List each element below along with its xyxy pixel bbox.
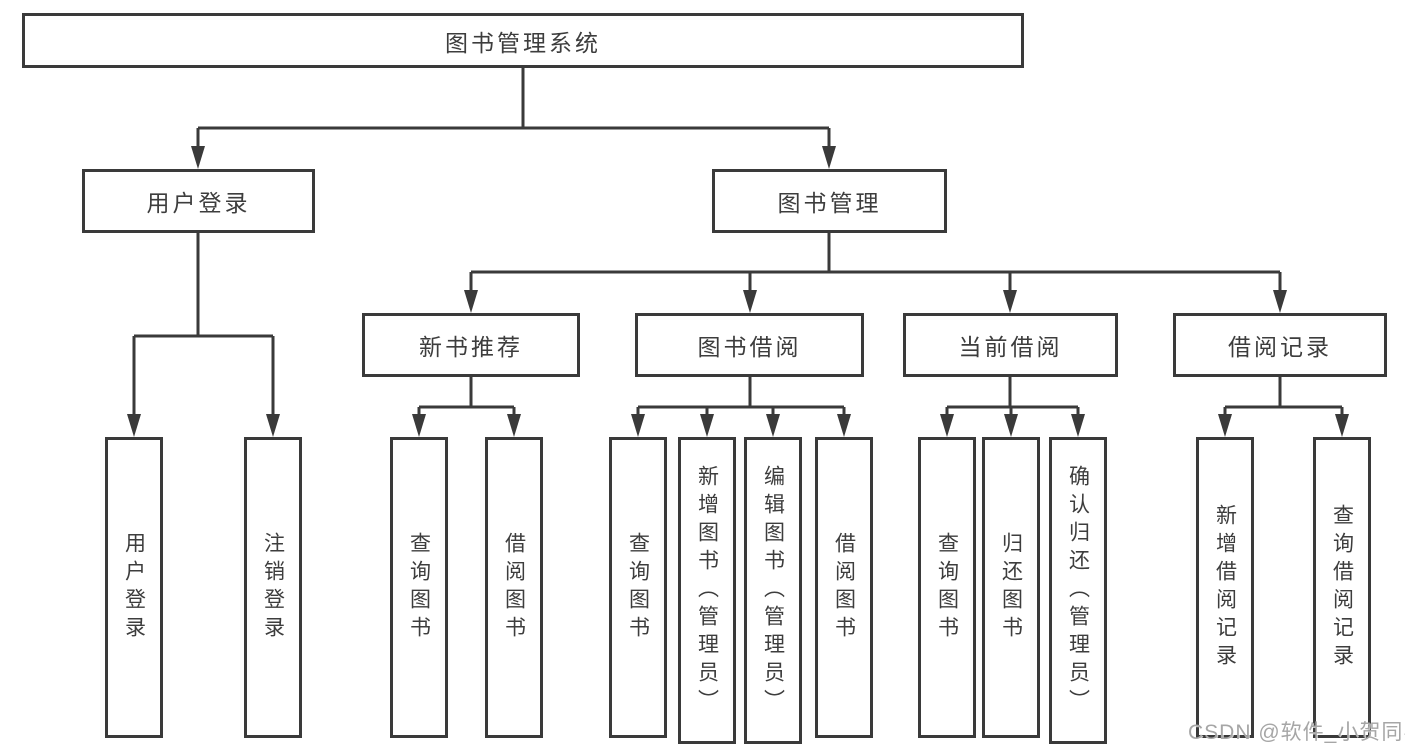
connector-arrow — [743, 272, 757, 313]
node-nbr-borrow-book-label: 借阅图书 — [502, 531, 526, 644]
node-cb-query-book-label: 查询图书 — [935, 531, 959, 644]
node-bb-query-book: 查询图书 — [609, 437, 667, 738]
connector-arrow — [1218, 407, 1232, 437]
connector-arrow — [1003, 272, 1017, 313]
connector-arrow — [1273, 272, 1287, 313]
node-current-borrow: 当前借阅 — [903, 313, 1118, 377]
node-bb-edit-book-admin: 编辑图书（管理员） — [744, 437, 802, 744]
connector-arrow — [412, 407, 426, 437]
connector-arrow — [700, 407, 714, 437]
connector-arrow — [940, 407, 954, 437]
node-nbr-query-book-label: 查询图书 — [407, 531, 431, 644]
node-br-add-record-label: 新增借阅记录 — [1213, 503, 1237, 672]
node-nbr-query-book: 查询图书 — [390, 437, 448, 738]
node-leaf-logout-label: 注销登录 — [261, 531, 285, 644]
node-br-add-record: 新增借阅记录 — [1196, 437, 1254, 738]
connector-arrow — [127, 336, 141, 437]
node-bb-add-book-admin-label: 新增图书（管理员） — [695, 464, 719, 717]
connector-arrow — [822, 128, 836, 169]
node-leaf-logout: 注销登录 — [244, 437, 302, 738]
connector-arrow — [191, 128, 205, 169]
node-br-query-record-label: 查询借阅记录 — [1330, 503, 1354, 672]
csdn-watermark: CSDN @软件_小贺同学 — [1188, 721, 1405, 744]
node-cb-confirm-return-admin: 确认归还（管理员） — [1049, 437, 1107, 744]
node-leaf-user-login-label: 用户登录 — [122, 531, 146, 644]
node-bb-borrow-book-label: 借阅图书 — [832, 531, 856, 644]
node-leaf-user-login: 用户登录 — [105, 437, 163, 738]
connector-arrow — [766, 407, 780, 437]
node-new-book-recommend: 新书推荐 — [362, 313, 580, 377]
node-cb-return-book-label: 归还图书 — [999, 531, 1023, 644]
connector-arrow — [464, 272, 478, 313]
node-bb-borrow-book: 借阅图书 — [815, 437, 873, 738]
node-cb-return-book: 归还图书 — [982, 437, 1040, 738]
connector-lines — [134, 68, 1342, 409]
node-cb-query-book: 查询图书 — [918, 437, 976, 738]
node-br-query-record: 查询借阅记录 — [1313, 437, 1371, 738]
node-bb-add-book-admin: 新增图书（管理员） — [678, 437, 736, 744]
node-bb-edit-book-admin-label: 编辑图书（管理员） — [761, 464, 785, 717]
node-cb-confirm-return-admin-label: 确认归还（管理员） — [1066, 464, 1090, 717]
connector-arrow — [631, 407, 645, 437]
node-library-management-system: 图书管理系统 — [22, 13, 1024, 68]
node-nbr-borrow-book: 借阅图书 — [485, 437, 543, 738]
connector-arrow — [1004, 407, 1018, 437]
connector-arrow — [507, 407, 521, 437]
node-book-management: 图书管理 — [712, 169, 947, 233]
connector-arrow — [837, 407, 851, 437]
node-book-borrow: 图书借阅 — [635, 313, 864, 377]
node-borrow-record: 借阅记录 — [1173, 313, 1387, 377]
node-bb-query-book-label: 查询图书 — [626, 531, 650, 644]
node-user-login: 用户登录 — [82, 169, 315, 233]
connector-arrow — [1335, 407, 1349, 437]
connector-arrow — [1071, 407, 1085, 437]
connector-arrow — [266, 336, 280, 437]
